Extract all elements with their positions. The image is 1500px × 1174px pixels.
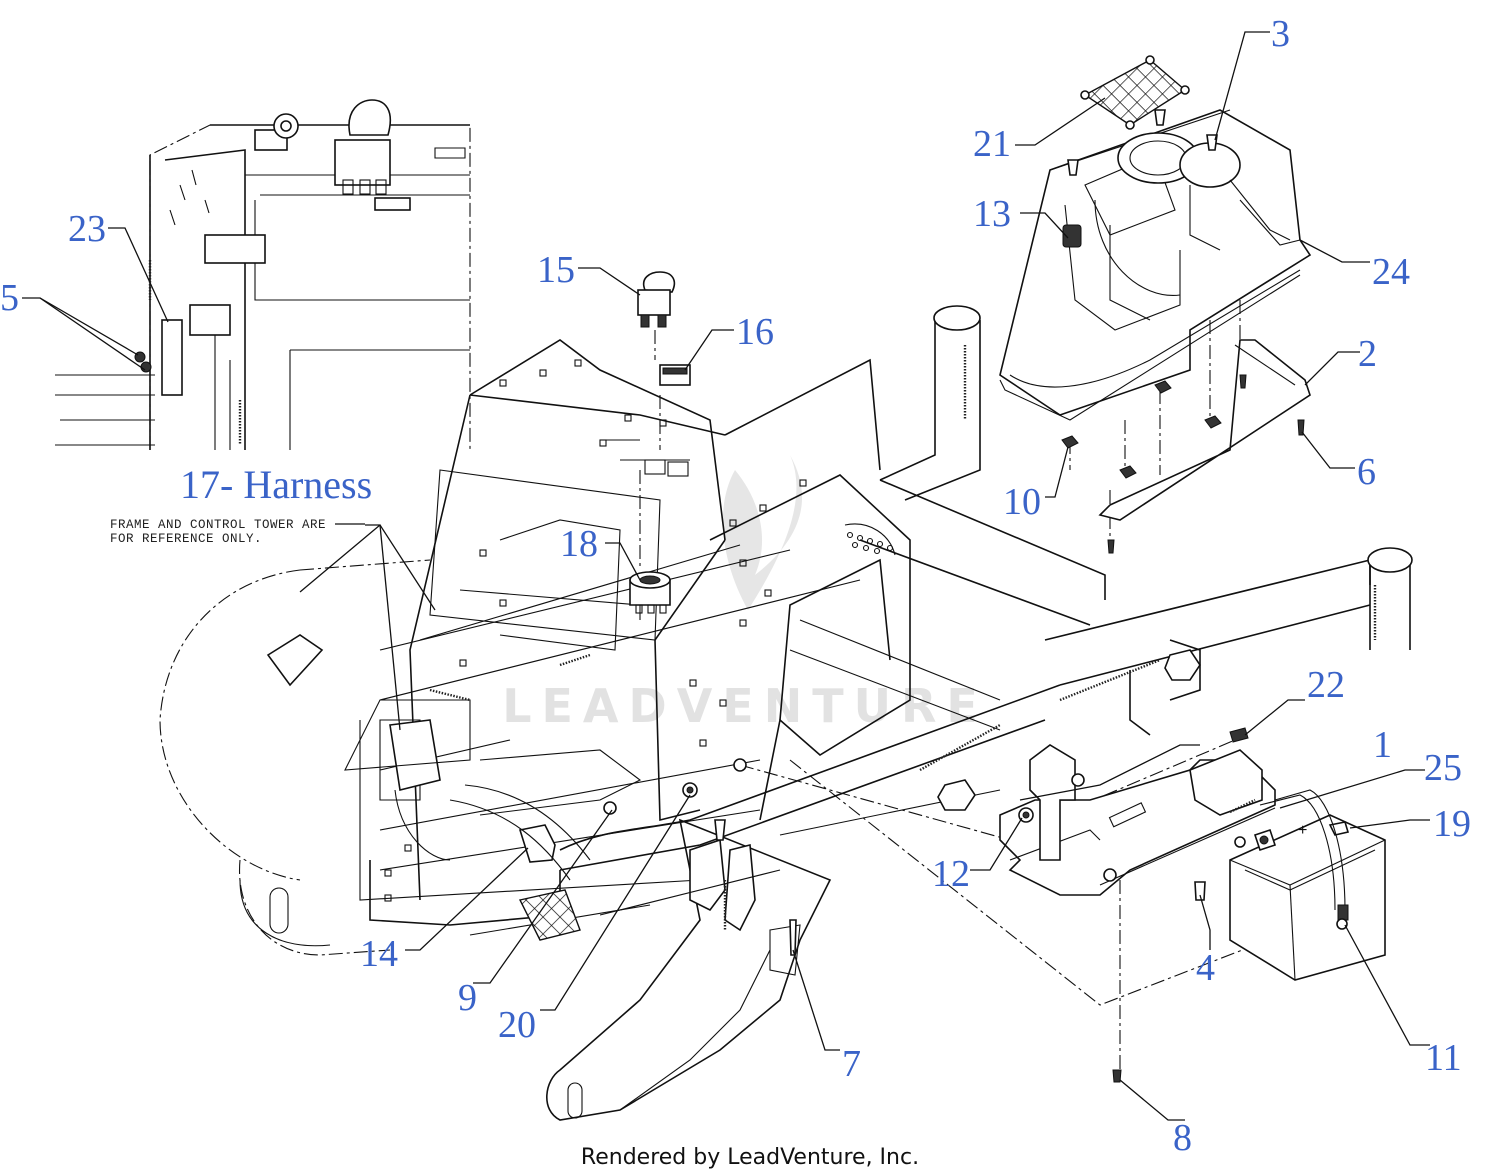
footer-credit: Rendered by LeadVenture, Inc. (581, 1145, 919, 1170)
callout-6[interactable]: 6 (1357, 451, 1376, 493)
callout-7[interactable]: 7 (842, 1043, 861, 1085)
callout-12[interactable]: 12 (932, 853, 970, 895)
note-line-1: FRAME AND CONTROL TOWER ARE (110, 518, 326, 532)
svg-text:+: + (1298, 822, 1307, 839)
tower-switches (603, 271, 797, 956)
callout-10[interactable]: 10 (1003, 481, 1041, 523)
callout-20[interactable]: 20 (498, 1004, 536, 1046)
callout-14[interactable]: 14 (360, 933, 398, 975)
watermark-text: LEADVENTURE (502, 679, 988, 733)
callout-21[interactable]: 21 (973, 123, 1011, 165)
reference-note: FRAME AND CONTROL TOWER ARE FOR REFERENC… (110, 518, 365, 546)
note-line-2: FOR REFERENCE ONLY. (110, 532, 262, 546)
callout-15[interactable]: 15 (537, 249, 575, 291)
callout-3[interactable]: 3 (1271, 13, 1290, 55)
callout-13[interactable]: 13 (973, 193, 1011, 235)
battery-assembly: + (999, 727, 1386, 1083)
callout-23[interactable]: 23 (68, 208, 106, 250)
callout-8[interactable]: 8 (1173, 1117, 1192, 1159)
callout-4[interactable]: 4 (1196, 947, 1215, 989)
callout-24[interactable]: 24 (1372, 251, 1410, 293)
watermark: LEADVENTURE (502, 455, 988, 733)
callout-22[interactable]: 22 (1307, 664, 1345, 706)
callout-labels: 1 2 3 4 5 6 7 8 9 10 11 12 13 14 15 16 1… (0, 13, 1471, 1159)
callout-16[interactable]: 16 (736, 311, 774, 353)
callout-19[interactable]: 19 (1433, 803, 1471, 845)
callout-17-harness[interactable]: 17- Harness (180, 462, 372, 507)
inset-control-tower (55, 99, 471, 450)
main-frame (159, 305, 1413, 1121)
callout-9[interactable]: 9 (458, 977, 477, 1019)
callout-11[interactable]: 11 (1425, 1037, 1462, 1079)
console-assembly (999, 55, 1312, 554)
callout-5[interactable]: 5 (0, 277, 19, 319)
callout-1[interactable]: 1 (1373, 724, 1392, 766)
leader-lines (22, 31, 1430, 1121)
callout-25[interactable]: 25 (1424, 747, 1462, 789)
callout-18[interactable]: 18 (560, 523, 598, 565)
callout-2[interactable]: 2 (1358, 333, 1377, 375)
